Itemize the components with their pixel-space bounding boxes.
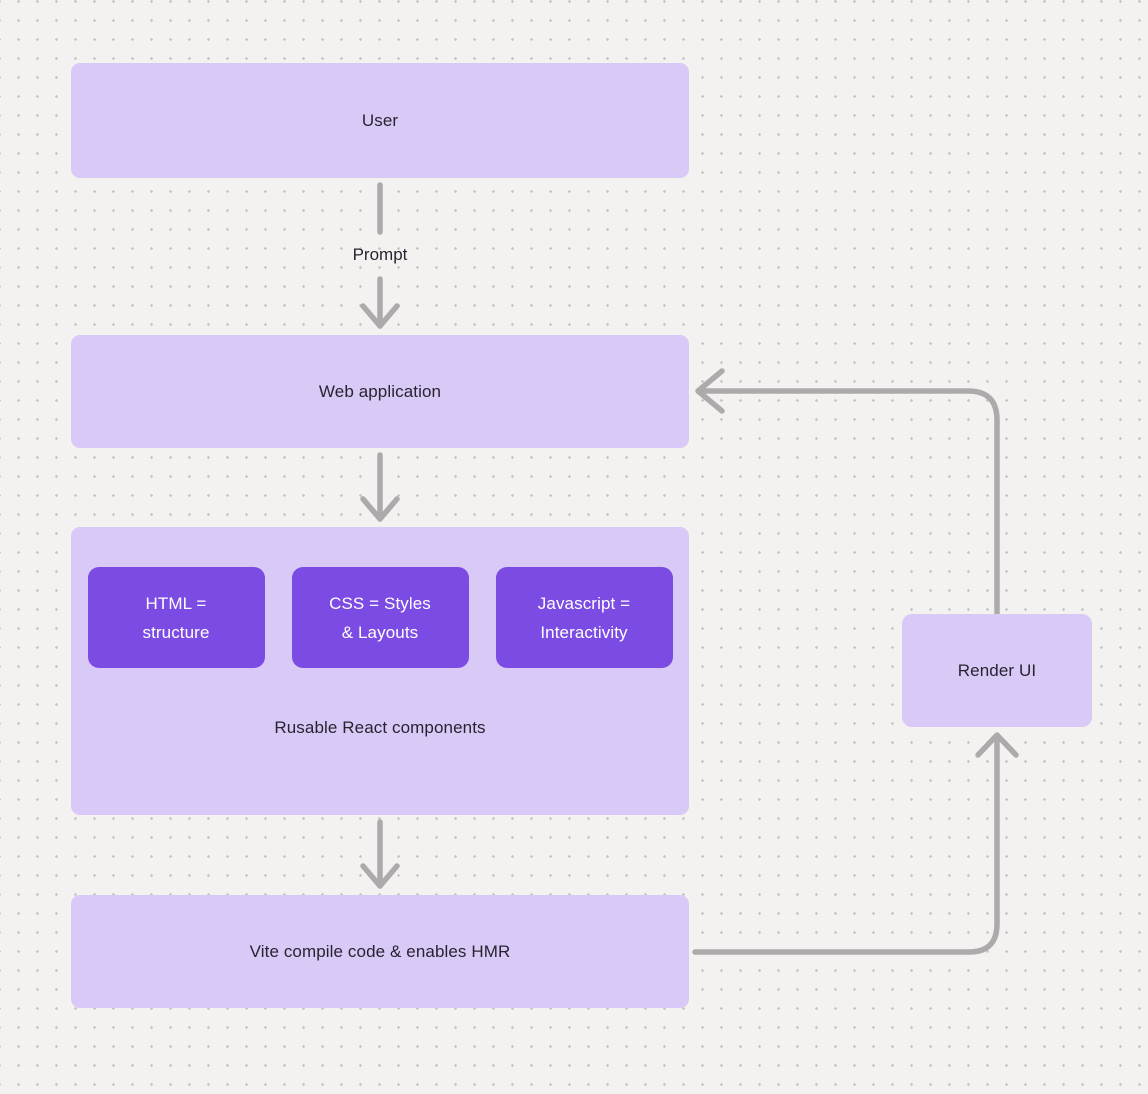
arrowhead-down-into-vite [360,863,400,889]
node-css-styles-layouts: CSS = Styles & Layouts [291,567,469,668]
node-render-ui: Render UI [902,614,1092,727]
node-components-group: HTML = structure CSS = Styles & Layouts … [71,527,689,815]
node-user: User [71,63,689,178]
arrowhead-down-into-components [360,496,400,522]
node-html-structure-label: HTML = structure [142,593,210,642]
node-vite: Vite compile code & enables HMR [71,895,689,1008]
edge-label-prompt: Prompt [352,245,408,264]
components-inner-row: HTML = structure CSS = Styles & Layouts … [71,567,689,668]
components-group-caption: Rusable React components [274,718,486,737]
node-html-structure: HTML = structure [87,567,265,668]
edge-vite-to-render-ui [692,734,1000,955]
node-web-application: Web application [71,335,689,448]
arrowhead-up-into-render-ui [975,732,1019,758]
node-javascript-interactivity-label: Javascript = Interactivity [537,593,631,642]
node-css-styles-layouts-label: CSS = Styles & Layouts [329,593,431,642]
node-user-label: User [361,110,399,130]
node-vite-label: Vite compile code & enables HMR [249,941,511,961]
node-web-application-label: Web application [318,381,442,401]
arrowhead-down-into-web-application [360,303,400,329]
node-render-ui-label: Render UI [957,660,1037,680]
arrowhead-left-into-web-application [695,368,725,414]
node-javascript-interactivity: Javascript = Interactivity [495,567,673,668]
edge-render-ui-to-web-application [700,388,1000,617]
